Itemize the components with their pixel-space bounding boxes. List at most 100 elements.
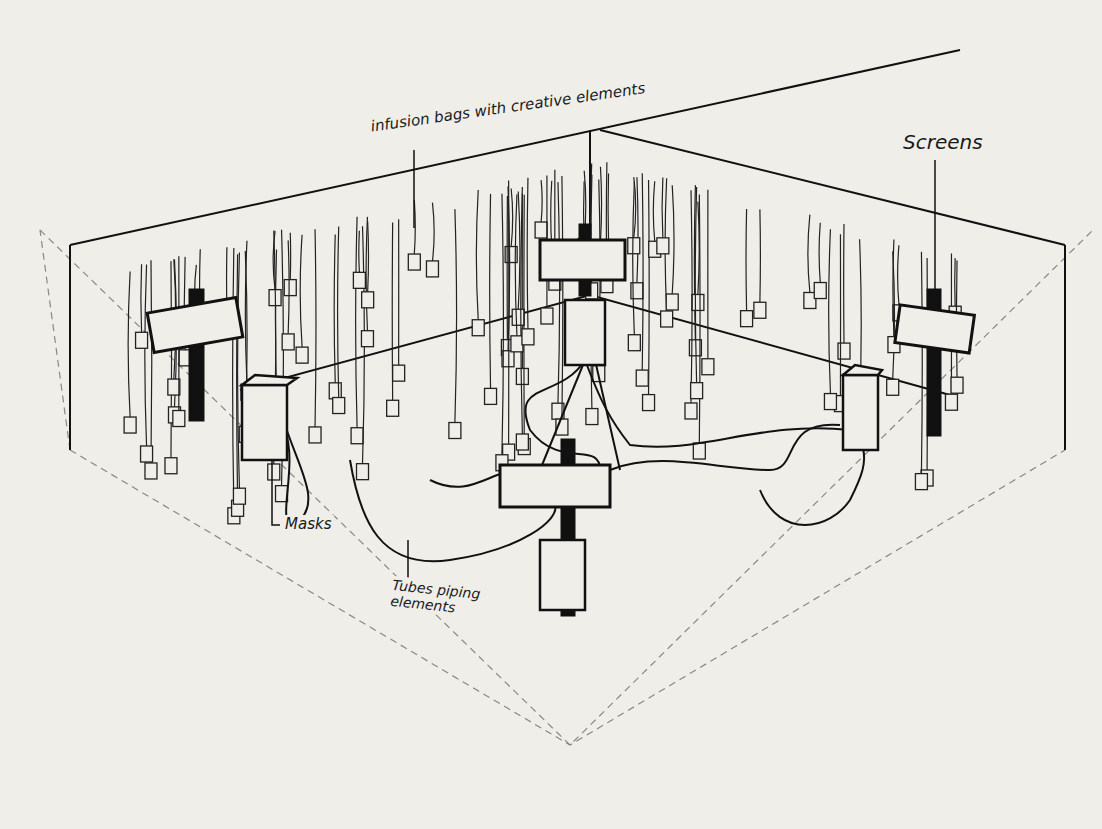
callout-label: Masks [282,515,334,534]
infusion-bag [657,238,669,254]
hanging-line [707,190,708,359]
infusion-bag [838,343,850,359]
infusion-bag [309,427,321,443]
infusion-bag [353,272,365,288]
hanging-line [523,195,525,439]
infusion-bag [124,417,136,433]
hanging-line [541,180,542,222]
hanging-line [455,209,457,422]
screens [147,225,974,615]
infusion-bag [685,403,697,419]
hanging-line [170,261,172,458]
infusion-bag [535,222,547,238]
infusion-bag [702,359,714,375]
infusion-bag [233,488,245,504]
hanging-line [653,181,654,241]
hanging-line [300,235,302,347]
hanging-line [840,234,841,395]
hanging-line [334,235,335,383]
hanging-line [288,240,290,334]
hanging-line [507,196,508,340]
hanging-line [502,194,503,455]
hanging-line [358,231,360,273]
hanging-line [238,252,240,488]
hanging-line [527,178,529,329]
hanging-line [432,203,434,261]
infusion-bag [516,434,528,450]
hanging-line [551,181,552,248]
hanging-line [745,209,747,311]
callout-label: Screens [900,130,986,155]
infusion-bags [124,162,963,524]
hanging-line [954,258,956,306]
hanging-line [759,209,761,302]
infusion-bag [814,283,826,299]
hanging-line [145,264,147,446]
infusion-bag [426,261,438,277]
infusion-bag [628,335,640,351]
infusion-bag [628,238,640,254]
infusion-bag [362,292,374,308]
infusion-bag [692,294,704,310]
infusion-bag [666,294,678,310]
hanging-line [511,188,513,246]
floor-outline [40,228,1095,745]
hanging-line [366,217,367,331]
hanging-line [338,227,339,398]
infusion-bag [915,474,927,490]
infusion-bag [472,320,484,336]
hanging-line [808,215,810,293]
infusion-bag [754,302,766,318]
infusion-bag [282,334,294,350]
hanging-line [829,229,831,393]
infusion-bag [145,463,157,479]
hanging-line [233,248,234,508]
leader-lines [272,150,935,580]
hanging-line [699,195,701,443]
hanging-line [140,264,142,332]
infusion-bag [741,311,753,327]
hanging-line [898,245,899,305]
infusion-bag [408,254,420,270]
hanging-line [819,223,820,283]
hanging-line [518,192,520,310]
callout-label: Tubes piping elements [387,576,516,623]
hanging-line [637,177,638,282]
infusion-bag [393,365,405,381]
infusion-bag [824,394,836,410]
infusion-bag [284,280,296,296]
infusion-bag [136,332,148,348]
infusion-bag [387,400,399,416]
infusion-bag [691,383,703,399]
hanging-line [648,180,650,395]
infusion-bag [522,329,534,345]
infusion-bag [485,388,497,404]
hanging-line [843,224,845,343]
infusion-bag [333,398,345,414]
infusion-bag [636,370,648,386]
infusion-bag [643,395,655,411]
infusion-bag [693,443,705,459]
infusion-bag [168,379,180,395]
hanging-line [521,187,523,434]
hanging-line [515,194,517,335]
masks [242,300,882,610]
hanging-line [893,240,894,337]
hanging-line [476,190,478,320]
infusion-bag [351,428,363,444]
walls [70,50,1065,450]
hanging-line [508,180,509,444]
hanging-line [150,260,152,463]
hanging-line [672,185,674,294]
hanging-line [314,229,316,427]
hanging-line [695,187,696,383]
hanging-line [921,252,923,474]
hanging-line [691,190,692,403]
infusion-bag [276,486,288,502]
infusion-bag [329,383,341,399]
infusion-bag [511,336,523,352]
infusion-bag [173,411,185,427]
infusion-bag [887,379,899,395]
hanging-line [128,272,130,417]
